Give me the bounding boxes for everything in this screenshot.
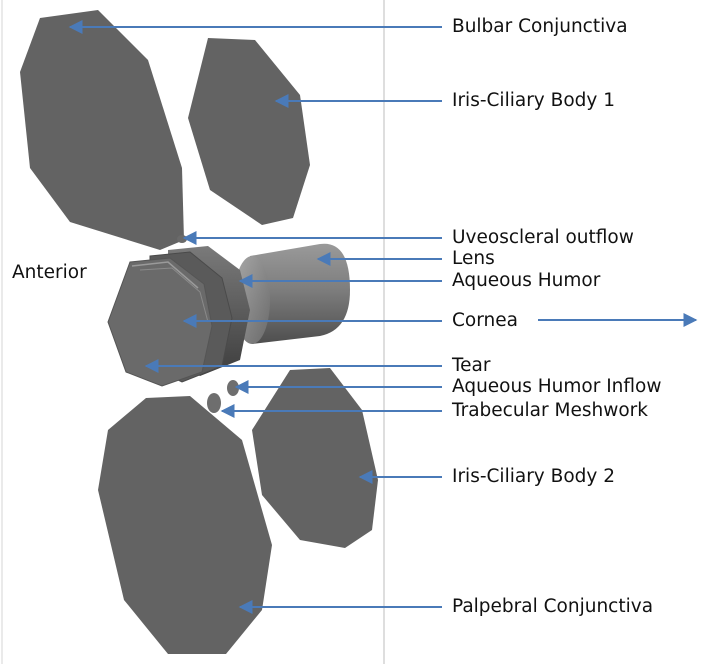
- label-aqueous-humor: Aqueous Humor: [452, 272, 600, 291]
- label-uveoscleral-outflow: Uveoscleral outflow: [452, 229, 634, 248]
- iris-ciliary-body-1-shape: [188, 38, 310, 225]
- anterior-label: Anterior: [12, 264, 87, 283]
- label-bulbar-conjunctiva: Bulbar Conjunctiva: [452, 18, 628, 37]
- label-iris-ciliary-body-1: Iris-Ciliary Body 1: [452, 92, 615, 111]
- bulbar-conjunctiva-shape: [20, 10, 184, 250]
- label-aqueous-humor-inflow: Aqueous Humor Inflow: [452, 378, 662, 397]
- label-lens: Lens: [452, 250, 495, 269]
- iris-ciliary-body-2-shape: [252, 368, 378, 548]
- label-tear: Tear: [452, 357, 490, 376]
- label-cornea: Cornea: [452, 312, 518, 331]
- trabecular-meshwork-shape: [207, 393, 221, 413]
- label-trabecular-meshwork: Trabecular Meshwork: [452, 402, 648, 421]
- label-iris-ciliary-body-2: Iris-Ciliary Body 2: [452, 468, 615, 487]
- palpebral-conjunctiva-shape: [98, 396, 272, 654]
- label-palpebral-conjunctiva: Palpebral Conjunctiva: [452, 598, 653, 617]
